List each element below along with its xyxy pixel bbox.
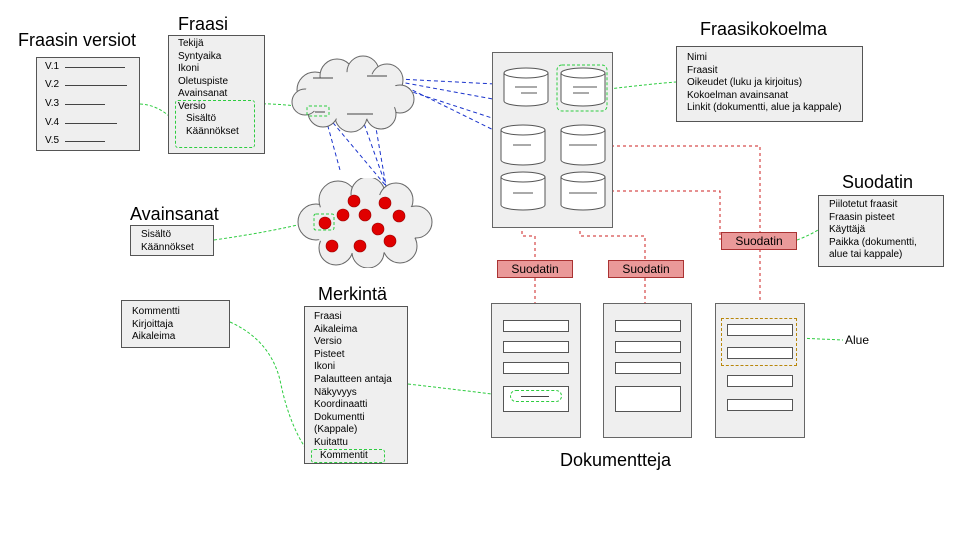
- annotation-field: Koordinaatti: [314, 399, 368, 411]
- keyword-field: Käännökset: [141, 241, 194, 253]
- version-label: V.4: [45, 117, 60, 128]
- database-icon: [500, 171, 546, 211]
- collection-info-box: Nimi Fraasit Oikeudet (luku ja kirjoitus…: [676, 46, 863, 122]
- documents-title: Dokumentteja: [560, 450, 672, 470]
- document-area: [721, 318, 797, 366]
- filter-title: Suodatin: [842, 172, 914, 192]
- document-paragraph: [503, 320, 569, 332]
- filter-field: Paikka (dokumentti,: [829, 236, 917, 248]
- version-row[interactable]: V.2: [37, 76, 139, 95]
- annotation-field: Ikoni: [314, 361, 336, 373]
- version-label: V.2: [45, 79, 60, 90]
- annotation-box: Fraasi Aikaleima Versio Pisteet Ikoni Pa…: [304, 306, 408, 464]
- document-page: [603, 303, 692, 438]
- annotation-comments-group: Kommentit: [311, 449, 385, 463]
- annotation-field: Fraasi: [314, 311, 342, 322]
- database-icon: [503, 67, 549, 107]
- document-paragraph: [503, 386, 569, 412]
- phrase-title: Fraasi: [178, 14, 229, 34]
- annotation-comments-label: Kommentit: [320, 450, 368, 461]
- collection-field: Nimi: [687, 52, 707, 63]
- connector-filter: [796, 229, 819, 241]
- filter-pill: Suodatin: [608, 260, 684, 278]
- document-paragraph: [727, 399, 793, 411]
- version-row[interactable]: V.1: [37, 58, 139, 77]
- collection-server: [492, 52, 613, 228]
- annotation-field: Pisteet: [314, 348, 345, 360]
- collection-field: Fraasit: [687, 64, 718, 76]
- database-icon: [500, 124, 546, 166]
- keyword-field: Sisältö: [141, 229, 172, 240]
- phrase-field: Tekijä: [178, 38, 204, 49]
- comment-field: Kommentti: [132, 306, 180, 317]
- filter-pill: Suodatin: [721, 232, 797, 250]
- keywords-cloud: [297, 178, 433, 268]
- filter-field: Käyttäjä: [829, 224, 866, 236]
- phrase-content-field: Sisältö: [186, 113, 217, 124]
- phrase-field: Ikoni: [178, 63, 200, 75]
- database-icon: [560, 67, 606, 107]
- collection-databases: [500, 64, 608, 211]
- version-row[interactable]: V.4: [37, 114, 139, 133]
- connector-comment-annotation: [229, 321, 313, 458]
- filter-field: alue tai kappale): [829, 249, 903, 261]
- document-paragraph: [615, 320, 681, 332]
- phrase-field: Syntyaika: [178, 50, 222, 62]
- annotation-field: Aikaleima: [314, 323, 358, 335]
- keywords-title: Avainsanat: [130, 204, 219, 224]
- area-label: Alue: [845, 333, 870, 347]
- annotation-field: Versio: [314, 336, 342, 348]
- version-list: V.1 V.2 V.3 V.4 V.5: [36, 57, 140, 151]
- document-paragraph: [503, 341, 569, 353]
- version-row[interactable]: V.3: [37, 94, 139, 115]
- phrase-field: Avainsanat: [178, 88, 228, 100]
- keywords-box: Sisältö Käännökset: [130, 225, 214, 256]
- collection-field: Oikeudet (luku ja kirjoitus): [687, 77, 803, 89]
- filter-info-box: Piilotetut fraasit Fraasin pisteet Käytt…: [818, 195, 944, 267]
- annotation-title: Merkintä: [318, 284, 388, 304]
- comment-box: Kommentti Kirjoittaja Aikaleima: [121, 300, 230, 348]
- annotation-field: Kuitattu: [314, 436, 348, 448]
- comment-field: Kirjoittaja: [132, 318, 174, 330]
- collection-field: Kokoelman avainsanat: [687, 89, 789, 101]
- annotation-field: Palautteen antaja: [314, 373, 392, 385]
- collection-title: Fraasikokoelma: [700, 19, 828, 39]
- collection-field: Linkit (dokumentti, alue ja kappale): [687, 102, 842, 114]
- document-paragraph: [727, 375, 793, 387]
- annotation-field: Dokumentti: [314, 411, 365, 423]
- annotation-field: (Kappale): [314, 424, 358, 436]
- document-paragraph: [615, 386, 681, 412]
- connector-collection: [608, 81, 677, 90]
- annotation-marker: [510, 390, 562, 402]
- connector-keywords-cloud: [213, 221, 311, 241]
- version-label: V.3: [45, 98, 60, 109]
- database-icon: [560, 171, 606, 211]
- document-paragraph: [615, 362, 681, 374]
- version-label: V.1: [45, 61, 60, 72]
- document-paragraph: [727, 347, 793, 359]
- filter-field: Fraasin pisteet: [829, 211, 895, 223]
- phrase-content-field: Käännökset: [186, 125, 239, 137]
- comment-field: Aikaleima: [132, 331, 176, 343]
- filter-field: Piilotetut fraasit: [829, 199, 898, 210]
- document-paragraph: [503, 362, 569, 374]
- version-label: V.5: [45, 135, 60, 146]
- annotation-field: Näkyvyys: [314, 386, 357, 398]
- document-page: [715, 303, 805, 438]
- version-row[interactable]: V.5: [37, 132, 139, 150]
- document-page: [491, 303, 581, 438]
- document-paragraph: [727, 324, 793, 336]
- phrase-content-group: Sisältö Käännökset: [175, 100, 255, 148]
- phrase-field: Oletuspiste: [178, 75, 229, 87]
- phrase-cloud: [291, 55, 415, 133]
- database-icon: [560, 124, 606, 166]
- filter-pill: Suodatin: [497, 260, 573, 278]
- phrase-field: Versio: [178, 100, 206, 112]
- phrase-box: Tekijä Syntyaika Ikoni Oletuspiste Avain…: [168, 35, 265, 154]
- versions-title: Fraasin versiot: [18, 30, 137, 50]
- document-paragraph: [615, 341, 681, 353]
